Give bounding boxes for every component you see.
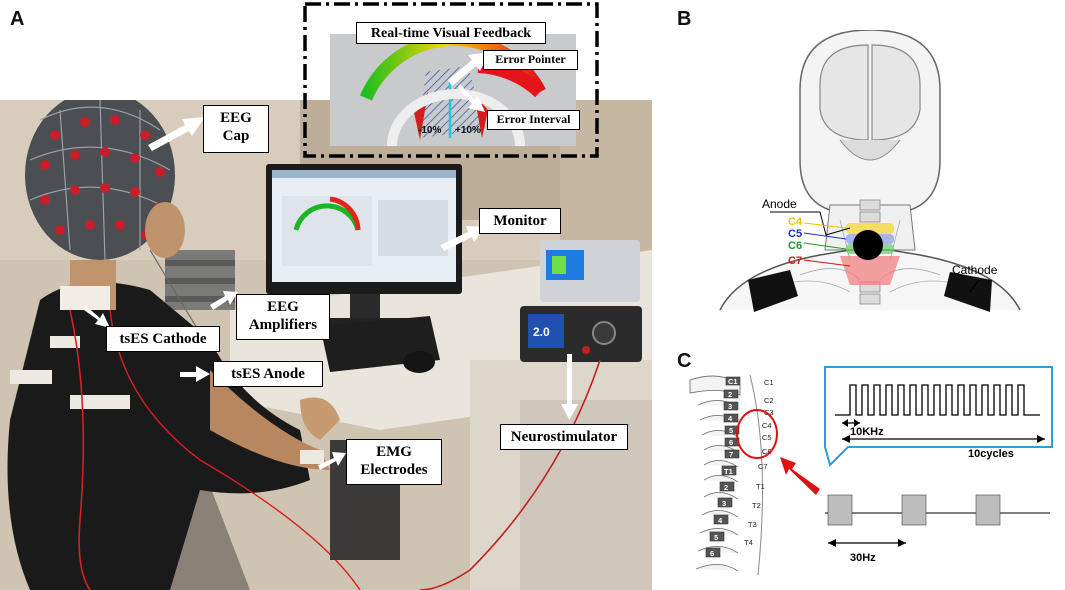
participant-body xyxy=(7,282,310,590)
vertebra-left-4: 5 xyxy=(729,426,733,435)
arrow-eeg-amplifiers xyxy=(210,291,238,310)
red-pointer-arrow xyxy=(780,457,820,495)
arrow-monitor xyxy=(440,226,485,251)
anode-label: Anode xyxy=(762,197,797,211)
vertebra-left-0: C1 xyxy=(728,377,738,386)
error-interval-region xyxy=(418,66,486,138)
tick-minus-10: -10% xyxy=(418,125,441,136)
vertebra-left-5: 6 xyxy=(729,438,733,447)
burst-train xyxy=(825,494,1050,526)
error-interval-label: Error Interval xyxy=(487,110,580,130)
vertebra-right-6: C7 xyxy=(758,462,768,471)
neck-anatomy-diagram: Anode Cathode C4 C5 C6 C7 xyxy=(719,30,1021,312)
arrow-emg-electrodes xyxy=(318,452,346,470)
vertebra-left-10: 4 xyxy=(718,516,723,525)
tick-plus-10: +10% xyxy=(455,125,481,136)
panel-a-label: A xyxy=(10,8,25,30)
feedback-title: Real-time Visual Feedback xyxy=(356,22,546,44)
c4-c6-highlight-circle xyxy=(736,409,778,459)
arrow-neurostimulator xyxy=(561,354,578,420)
vertebra-left-11: 5 xyxy=(714,533,718,542)
vertebra-left-3: 4 xyxy=(728,414,733,423)
arrow-tses-anode xyxy=(180,366,210,382)
vertebra-right-10: T4 xyxy=(744,538,753,547)
level-c4-label: C4 xyxy=(788,216,803,228)
vertebra-left-12: 6 xyxy=(710,549,714,558)
emg-electrodes-label-line1: EMG xyxy=(376,444,412,460)
waveform-zoom-box xyxy=(824,366,1053,467)
panel-b-label: B xyxy=(677,8,692,30)
level-c5-label: C5 xyxy=(788,228,802,240)
vertebra-right-0: C1 xyxy=(764,378,774,387)
error-pointer-label: Error Pointer xyxy=(483,50,578,70)
vertebra-right-5: C6 xyxy=(762,447,772,456)
vertebra-left-7: T1 xyxy=(724,467,733,476)
level-c7-label: C7 xyxy=(788,255,802,267)
carrier-waveform xyxy=(835,384,1040,416)
eeg-amplifiers-label: EEG Amplifiers xyxy=(236,294,330,340)
vertebra-right-7: T1 xyxy=(756,482,765,491)
anode-electrode xyxy=(853,230,883,260)
vertebra-right-4: C5 xyxy=(762,433,772,442)
vertebra-right-8: T2 xyxy=(752,501,761,510)
cathode-pad-left xyxy=(748,270,798,312)
stimulator-display-value: 2.0 xyxy=(533,325,550,339)
cycles-label: 10cycles xyxy=(968,448,1014,460)
arrow-error-pointer xyxy=(448,52,490,86)
vertebra-left-8: 2 xyxy=(724,483,728,492)
eeg-cap-label-line2: Cap xyxy=(222,128,250,144)
eeg-amplifiers-label-line2: Amplifiers xyxy=(248,317,318,333)
freq-burst-label: 30Hz xyxy=(850,552,876,564)
freq-carrier-label: 10KHz xyxy=(850,426,884,438)
tses-cathode-label: tsES Cathode xyxy=(106,326,220,352)
spine-sketch xyxy=(689,375,741,572)
vertebra-left-2: 3 xyxy=(728,402,732,411)
eeg-cap-label: EEG Cap xyxy=(203,105,269,153)
vertebra-right-9: T3 xyxy=(748,520,757,529)
arrow-tses-cathode xyxy=(84,306,110,328)
neurostimulator-label: Neurostimulator xyxy=(500,424,628,450)
vertebra-left-9: 3 xyxy=(722,499,726,508)
emg-electrodes-label-line2: Electrodes xyxy=(360,462,428,478)
eeg-cap-label-line1: EEG xyxy=(220,110,252,126)
vertebra-left-1: 2 xyxy=(728,390,732,399)
monitor-label: Monitor xyxy=(479,208,561,234)
level-c6-label: C6 xyxy=(788,240,802,252)
arrow-eeg-cap xyxy=(148,117,205,151)
vertebra-right-1: C2 xyxy=(764,396,774,405)
tses-anode-label: tsES Anode xyxy=(213,361,323,387)
arrow-error-interval xyxy=(458,84,485,112)
vertebra-right-2: C3 xyxy=(764,408,774,417)
eeg-amplifiers-label-line1: EEG xyxy=(267,299,299,315)
cathode-label: Cathode xyxy=(952,263,998,277)
stimulation-waveform-diagram: C1 2 3 4 5 6 7 T1 2 3 4 5 6 C1 C2 C3 C4 … xyxy=(689,366,1053,576)
vertebra-left-6: 7 xyxy=(729,450,733,459)
vertebra-right-3: C4 xyxy=(762,421,772,430)
feedback-inset-frame xyxy=(303,2,599,158)
emg-electrodes-label: EMG Electrodes xyxy=(346,439,442,485)
cathode-pad-right xyxy=(944,272,992,312)
panel-c-label: C xyxy=(677,350,692,372)
